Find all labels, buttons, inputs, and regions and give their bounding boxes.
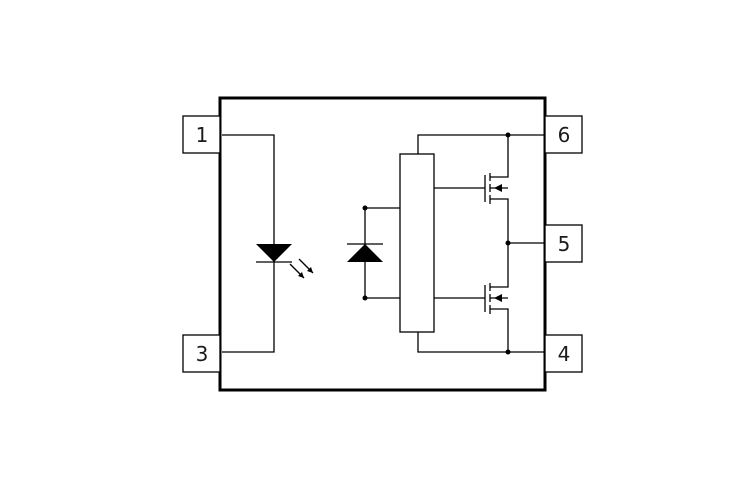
led-diode-icon: [256, 244, 292, 263]
pin-6-label: 6: [558, 123, 571, 147]
pin6-rail: [417, 134, 545, 154]
pin-6: 6: [544, 115, 583, 154]
mosfet-lower-icon: [484, 243, 509, 352]
pin-4-label: 4: [558, 342, 571, 366]
pin4-rail: [417, 332, 545, 353]
pin-1: 1: [182, 115, 221, 154]
led-wire: [222, 134, 275, 353]
junction-dot: [362, 205, 368, 211]
photodiode-icon: [347, 243, 383, 262]
pin-3: 3: [182, 334, 221, 373]
pin-5: 5: [544, 224, 583, 263]
driver-block: [399, 153, 435, 333]
pin-4: 4: [544, 334, 583, 373]
mosfet-upper-icon: [484, 135, 509, 243]
junction-dot: [362, 295, 368, 301]
pin-5-label: 5: [558, 232, 571, 256]
pin-1-label: 1: [196, 123, 209, 147]
pin-3-label: 3: [196, 342, 209, 366]
light-emission-arrows-icon: [289, 258, 314, 279]
